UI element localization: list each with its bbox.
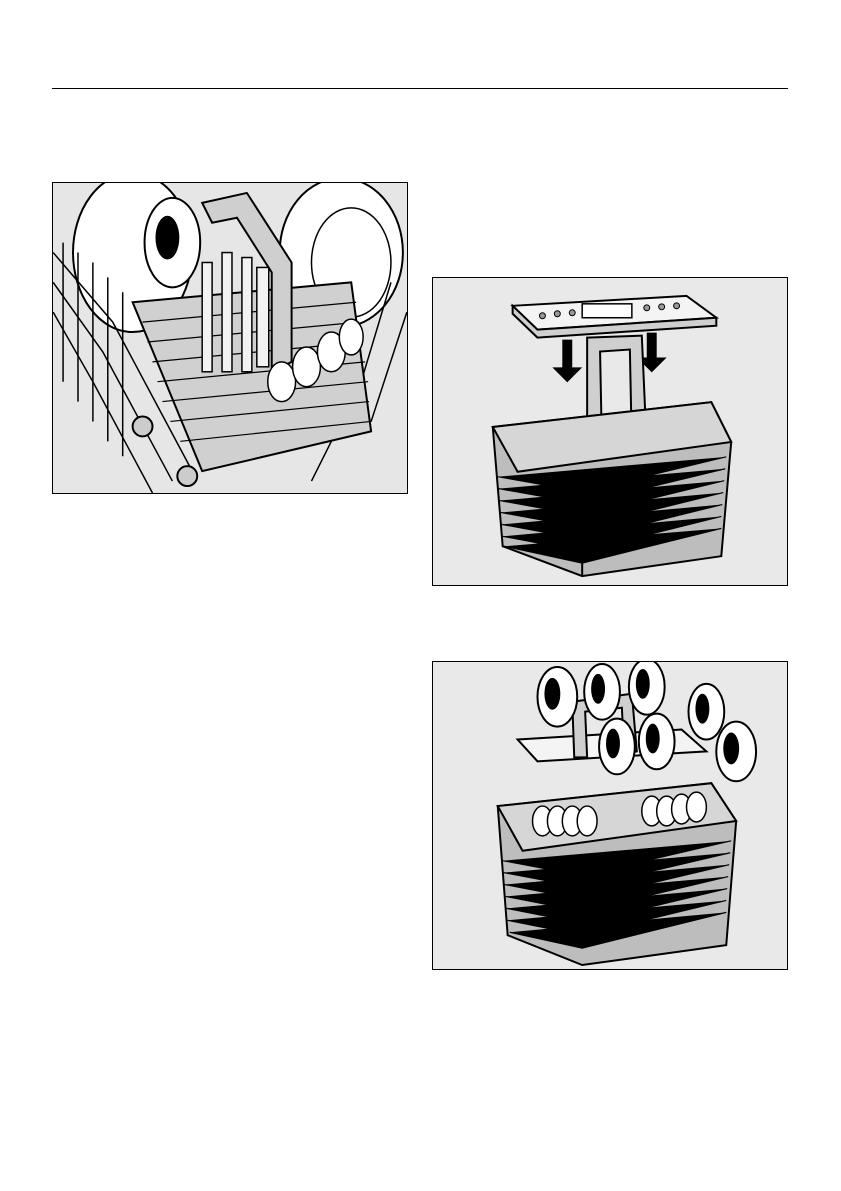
- basket-in-rack-illustration: [53, 183, 407, 493]
- insert-grid-illustration: [433, 278, 787, 585]
- header-rule: [52, 88, 788, 89]
- figure-basket-in-rack: [52, 182, 408, 494]
- figure-basket-loaded: [432, 661, 788, 970]
- basket-loaded-illustration: [433, 662, 787, 969]
- figure-insert-grid: [432, 277, 788, 586]
